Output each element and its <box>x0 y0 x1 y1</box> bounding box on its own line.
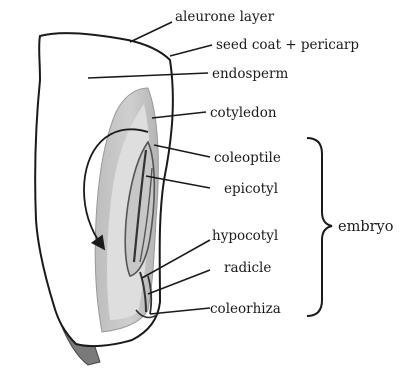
label-seed-coat: seed coat + pericarp <box>216 37 359 53</box>
label-coleorhiza: coleorhiza <box>210 301 281 317</box>
label-radicle: radicle <box>224 260 271 276</box>
label-endosperm: endosperm <box>212 66 288 82</box>
label-hypocotyl: hypocotyl <box>212 228 278 244</box>
label-coleoptile: coleoptile <box>214 150 281 166</box>
label-aleurone-layer: aleurone layer <box>175 9 275 25</box>
label-epicotyl: epicotyl <box>224 181 278 197</box>
label-cotyledon: cotyledon <box>210 105 277 121</box>
leader-aleurone <box>130 22 172 42</box>
embryo-brace <box>307 138 332 316</box>
leader-seed-coat <box>170 45 212 56</box>
label-embryo: embryo <box>338 219 393 235</box>
